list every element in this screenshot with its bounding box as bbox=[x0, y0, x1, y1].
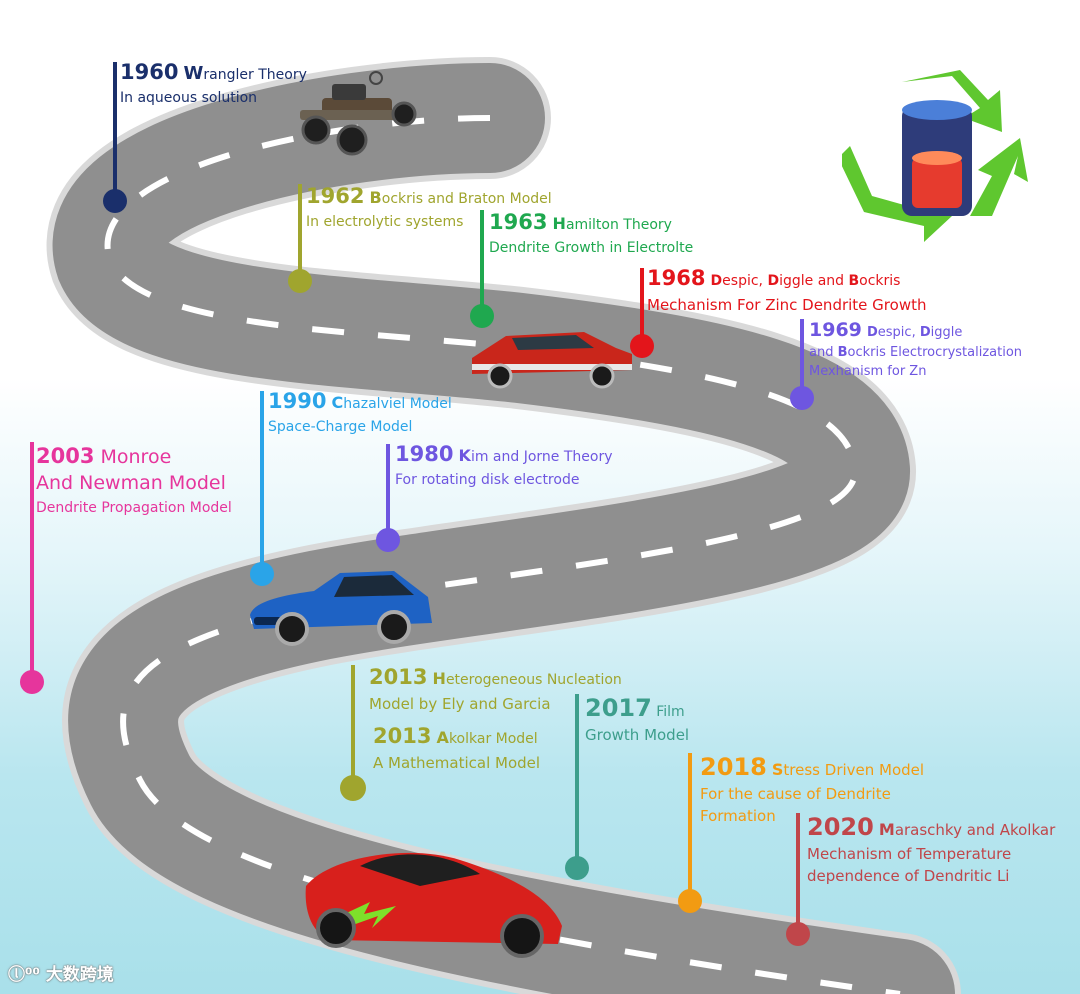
marker-dot-2003 bbox=[20, 670, 44, 694]
event-1969: 1969 Despic, Diggle and Bockris Electroc… bbox=[809, 319, 1022, 379]
event-2003: 2003 Monroe And Newman Model Dendrite Pr… bbox=[36, 444, 232, 516]
watermark-logo-icon: ⓛ⁰⁰ bbox=[8, 965, 46, 985]
event-subtitle: Model by Ely and Garcia bbox=[369, 695, 622, 713]
event-initial: K bbox=[459, 446, 471, 465]
event-title: espic, bbox=[722, 273, 767, 289]
event-title: Film bbox=[652, 704, 685, 720]
event-title: hazalviel Model bbox=[343, 396, 451, 412]
event-title: amilton Theory bbox=[566, 217, 672, 233]
event-initial: C bbox=[332, 393, 344, 412]
event-initial-2: D bbox=[767, 273, 779, 289]
event-year: 1962 bbox=[306, 184, 364, 208]
event-year: 2003 bbox=[36, 444, 94, 468]
event-subtitle-initial: B bbox=[838, 345, 848, 360]
event-year: 2020 bbox=[807, 813, 874, 841]
event-1960: 1960 Wrangler Theory In aqueous solution bbox=[120, 60, 307, 106]
event-subtitle: Dendrite Growth in Electrolte bbox=[489, 240, 693, 256]
event-initial: H bbox=[433, 669, 446, 688]
event-year: 2013 bbox=[373, 724, 431, 748]
event-title-2: iggle bbox=[931, 325, 963, 340]
marker-dot-1968 bbox=[630, 334, 654, 358]
event-initial: B bbox=[370, 188, 382, 207]
event-2013-heterogeneous: 2013 Heterogeneous Nucleation Model by E… bbox=[369, 665, 622, 713]
event-year: 1960 bbox=[120, 60, 178, 84]
event-year: 1963 bbox=[489, 210, 547, 234]
event-2017: 2017 Film Growth Model bbox=[585, 694, 689, 744]
event-year: 1990 bbox=[268, 389, 326, 413]
event-subtitle: ockris Electrocrystalization bbox=[848, 345, 1023, 360]
marker-dot-1963 bbox=[470, 304, 494, 328]
marker-dot-2020 bbox=[786, 922, 810, 946]
event-subtitle: Mechanism of Temperature bbox=[807, 845, 1055, 863]
event-subtitle: Space-Charge Model bbox=[268, 419, 452, 435]
watermark: ⓛ⁰⁰ 大数跨境 bbox=[8, 960, 114, 985]
event-initial: D bbox=[711, 273, 723, 289]
event-title: eterogeneous Nucleation bbox=[446, 672, 622, 688]
event-1963: 1963 Hamilton Theory Dendrite Growth in … bbox=[489, 210, 693, 256]
event-year: 1968 bbox=[647, 266, 705, 290]
event-subtitle: In aqueous solution bbox=[120, 90, 307, 106]
event-initial-3: B bbox=[848, 273, 859, 289]
event-2020: 2020 Maraschky and Akolkar Mechanism of … bbox=[807, 813, 1055, 885]
event-year: 2017 bbox=[585, 694, 652, 722]
event-1968: 1968 Despic, Diggle and Bockris Mechanis… bbox=[647, 266, 926, 314]
event-title: kolkar Model bbox=[449, 731, 538, 747]
event-year: 2013 bbox=[369, 665, 427, 689]
event-1990: 1990 Chazalviel Model Space-Charge Model bbox=[268, 389, 452, 435]
event-title: espic, bbox=[878, 325, 920, 340]
event-year: 1969 bbox=[809, 319, 862, 341]
event-title: Monroe bbox=[94, 446, 171, 468]
event-initial-2: D bbox=[920, 325, 931, 340]
event-initial: M bbox=[879, 820, 895, 839]
event-subtitle-2: Mexhanism for Zn bbox=[809, 364, 1022, 379]
watermark-text: 大数跨境 bbox=[46, 965, 114, 985]
event-title-2: iggle and bbox=[779, 273, 848, 289]
event-title-2: And Newman Model bbox=[36, 472, 232, 494]
event-title: ockris and Braton Model bbox=[382, 191, 552, 207]
marker-dot-2017 bbox=[565, 856, 589, 880]
event-subtitle: A Mathematical Model bbox=[373, 754, 540, 772]
event-year: 1980 bbox=[395, 442, 453, 466]
marker-dot-1962 bbox=[288, 269, 312, 293]
event-title-3: ockris bbox=[859, 273, 900, 289]
event-initial: S bbox=[772, 760, 784, 779]
event-subtitle-2: dependence of Dendritic Li bbox=[807, 867, 1055, 885]
marker-dot-2013 bbox=[340, 775, 366, 801]
event-title: rangler Theory bbox=[203, 67, 306, 83]
marker-dot-1960 bbox=[103, 189, 127, 213]
marker-dot-1980 bbox=[376, 528, 400, 552]
marker-dot-1990 bbox=[250, 562, 274, 586]
event-1980: 1980 Kim and Jorne Theory For rotating d… bbox=[395, 442, 613, 488]
event-initial: W bbox=[184, 63, 204, 84]
event-subtitle: Dendrite Propagation Model bbox=[36, 500, 232, 516]
event-subtitle: Growth Model bbox=[585, 726, 689, 744]
event-title: im and Jorne Theory bbox=[471, 449, 613, 465]
event-year: 2018 bbox=[700, 753, 767, 781]
marker-dot-1969 bbox=[790, 386, 814, 410]
event-subtitle: For the cause of Dendrite bbox=[700, 785, 924, 803]
event-initial: D bbox=[867, 325, 878, 340]
event-2013-akolkar: 2013 Akolkar Model A Mathematical Model bbox=[373, 724, 540, 772]
marker-dot-2018 bbox=[678, 889, 702, 913]
event-title: araschky and Akolkar bbox=[895, 821, 1055, 839]
event-initial: H bbox=[553, 214, 566, 233]
event-title: tress Driven Model bbox=[783, 761, 924, 779]
event-subtitle-prefix: and bbox=[809, 345, 838, 360]
event-initial: A bbox=[437, 728, 449, 747]
event-subtitle: Mechanism For Zinc Dendrite Growth bbox=[647, 296, 926, 314]
event-subtitle: For rotating disk electrode bbox=[395, 472, 613, 488]
